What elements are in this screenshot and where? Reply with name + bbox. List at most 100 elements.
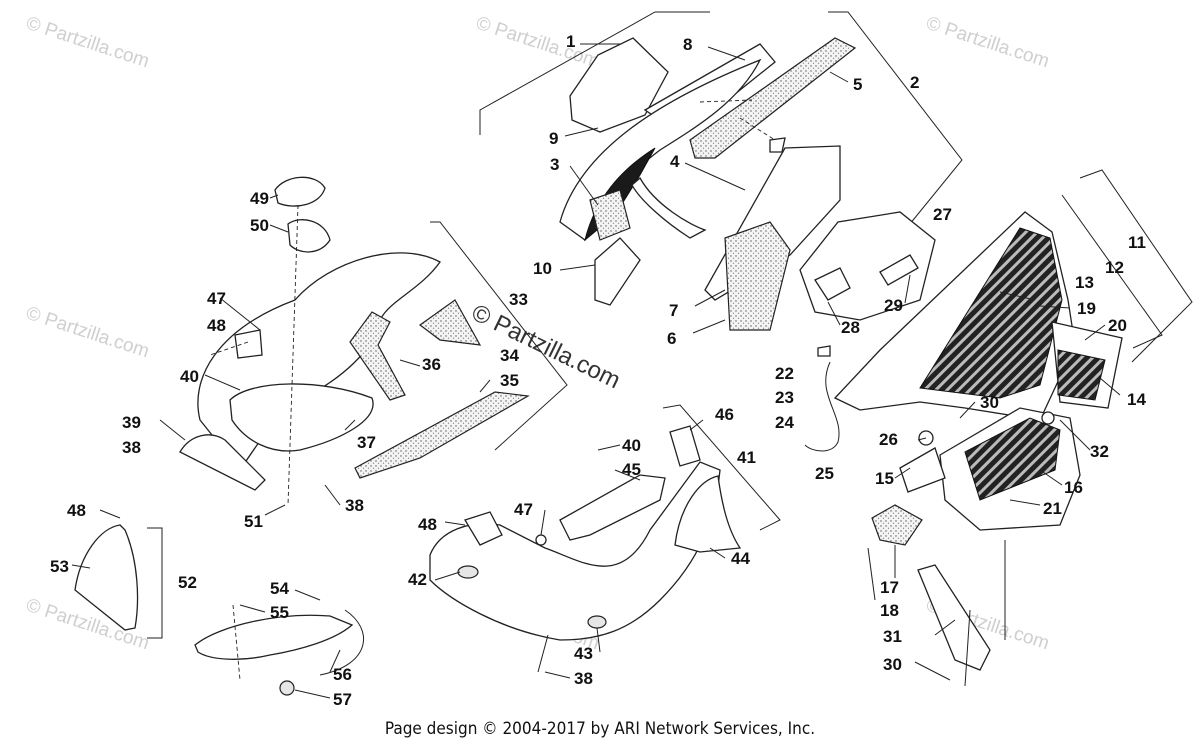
callout-43: 43 bbox=[574, 644, 593, 663]
skid-45 bbox=[559, 474, 666, 541]
callout-37: 37 bbox=[357, 433, 376, 452]
callout-16: 16 bbox=[1064, 478, 1083, 497]
callout-30b: 30 bbox=[883, 655, 902, 674]
callout-51: 51 bbox=[244, 512, 263, 531]
callout-13: 13 bbox=[1075, 273, 1094, 292]
gasket-49 bbox=[274, 176, 326, 207]
bracket-48 bbox=[234, 329, 263, 359]
strip-31 bbox=[917, 564, 991, 671]
console-37 bbox=[229, 383, 374, 452]
watermark: © Partzilla.com bbox=[23, 303, 151, 363]
callout-26: 26 bbox=[879, 430, 898, 449]
callout-28: 28 bbox=[841, 318, 860, 337]
callout-14: 14 bbox=[1127, 390, 1146, 409]
callout-20: 20 bbox=[1108, 316, 1127, 335]
callout-8: 8 bbox=[683, 35, 692, 54]
boot-50 bbox=[287, 219, 331, 253]
knob-57 bbox=[279, 680, 295, 696]
callout-6: 6 bbox=[667, 329, 676, 348]
callout-27: 27 bbox=[933, 205, 952, 224]
callout-29: 29 bbox=[884, 296, 903, 315]
callout-40: 40 bbox=[180, 367, 199, 386]
pad-34 bbox=[418, 299, 482, 346]
callout-1: 1 bbox=[566, 32, 575, 51]
watermark: © Partzilla.com bbox=[473, 13, 601, 73]
callout-38c: 38 bbox=[574, 669, 593, 688]
callout-48c: 48 bbox=[67, 501, 86, 520]
callout-53: 53 bbox=[50, 557, 69, 576]
callout-4: 4 bbox=[670, 152, 680, 171]
side-panel-53 bbox=[74, 524, 139, 631]
callout-39: 39 bbox=[122, 413, 141, 432]
watermark-center: © Partzilla.com bbox=[467, 299, 624, 394]
callout-21: 21 bbox=[1043, 499, 1062, 518]
grille-14 bbox=[1057, 349, 1106, 401]
dash-panel-group bbox=[179, 176, 530, 506]
callout-19: 19 bbox=[1077, 299, 1096, 318]
callout-18: 18 bbox=[880, 601, 899, 620]
callout-44: 44 bbox=[731, 549, 750, 568]
panel-28 bbox=[814, 267, 851, 301]
lower-left-group bbox=[74, 524, 365, 696]
callout-12: 12 bbox=[1105, 258, 1124, 277]
callout-9: 9 bbox=[549, 129, 558, 148]
callout-56: 56 bbox=[333, 665, 352, 684]
decal-9 bbox=[569, 37, 669, 133]
callout-7: 7 bbox=[669, 301, 678, 320]
graphic-13 bbox=[919, 227, 1063, 399]
seal-5 bbox=[689, 37, 857, 159]
callout-17: 17 bbox=[880, 578, 899, 597]
cover-44 bbox=[674, 475, 742, 553]
deflector-10 bbox=[594, 237, 641, 306]
callout-22: 22 bbox=[775, 364, 794, 383]
callout-52: 52 bbox=[178, 573, 197, 592]
callout-49: 49 bbox=[250, 189, 269, 208]
grommet-47 bbox=[535, 534, 547, 546]
watermark: © Partzilla.com bbox=[23, 13, 151, 73]
callout-41: 41 bbox=[737, 448, 756, 467]
callout-45: 45 bbox=[622, 460, 641, 479]
pad-35 bbox=[354, 391, 530, 479]
plug-43 bbox=[587, 615, 607, 629]
callout-35: 35 bbox=[500, 371, 519, 390]
callout-24: 24 bbox=[775, 413, 794, 432]
callout-10: 10 bbox=[533, 259, 552, 278]
windshield-group bbox=[559, 37, 857, 331]
leader-lines bbox=[71, 43, 1121, 699]
foam-6 bbox=[724, 221, 791, 331]
callout-38b: 38 bbox=[345, 496, 364, 515]
cover-39 bbox=[179, 434, 266, 491]
callout-11: 11 bbox=[1128, 233, 1146, 252]
copyright-footer: Page design © 2004-2017 by ARI Network S… bbox=[384, 719, 816, 739]
wire-23 bbox=[804, 361, 840, 452]
bracket-46 bbox=[669, 425, 701, 467]
bracket-4 bbox=[631, 176, 707, 239]
group-brackets bbox=[147, 11, 1193, 639]
callout-40b: 40 bbox=[622, 436, 641, 455]
fastener-32 bbox=[1041, 411, 1055, 425]
callout-34: 34 bbox=[500, 346, 519, 365]
mount-4 bbox=[769, 137, 786, 153]
bracket-48b bbox=[464, 511, 503, 546]
belly-pan-group bbox=[429, 425, 742, 673]
connector-22 bbox=[817, 345, 831, 357]
callout-5: 5 bbox=[853, 75, 862, 94]
callout-47: 47 bbox=[207, 289, 226, 308]
callout-23: 23 bbox=[775, 388, 794, 407]
callout-38: 38 bbox=[122, 438, 141, 457]
mesh-17 bbox=[871, 504, 923, 546]
clip-29 bbox=[879, 254, 919, 286]
deflector-54 bbox=[194, 614, 354, 660]
graphic-16 bbox=[964, 417, 1061, 501]
callout-36: 36 bbox=[422, 355, 441, 374]
callout-48b: 48 bbox=[418, 515, 437, 534]
callouts: 1 2 3 4 5 6 7 8 9 10 11 12 13 14 15 16 1… bbox=[50, 32, 1146, 709]
tether-56 bbox=[319, 609, 365, 676]
callout-32: 32 bbox=[1090, 442, 1109, 461]
plate-15 bbox=[899, 447, 946, 493]
callout-54: 54 bbox=[270, 579, 289, 598]
front-panel-group bbox=[799, 211, 1123, 671]
filter-3 bbox=[589, 189, 631, 241]
callout-46: 46 bbox=[715, 405, 734, 424]
